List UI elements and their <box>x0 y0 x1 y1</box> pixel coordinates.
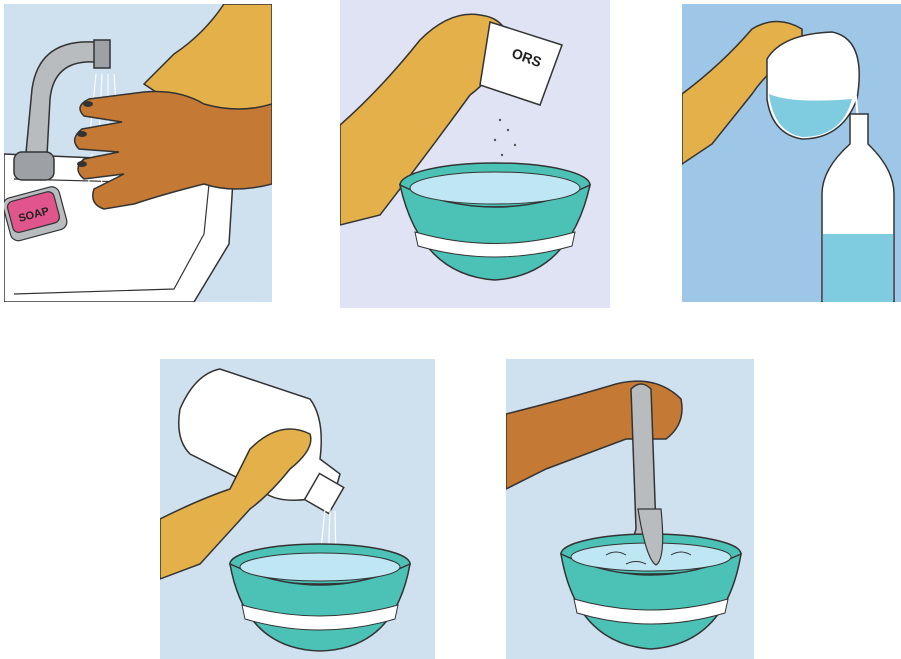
panel-measure-water <box>682 4 901 302</box>
panel-empty-ors-packet: ORS <box>340 0 610 308</box>
panel-stir-solution <box>506 359 754 659</box>
panel-pour-water <box>160 359 435 659</box>
panel-wash-hands: SOAP <box>4 4 272 302</box>
